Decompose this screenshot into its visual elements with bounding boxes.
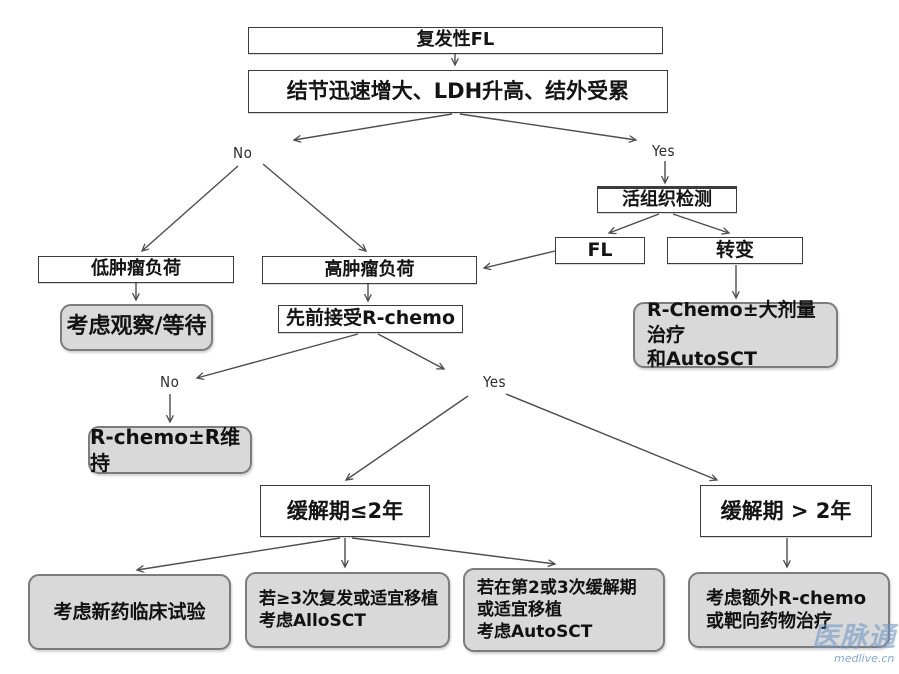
node-consider-allosct: 若≥3次复发或适宜移植 考虑AlloSCT xyxy=(245,572,450,648)
node-line: 考虑AutoSCT xyxy=(477,622,593,643)
node-additional-rchemo-targeted: 考虑额外R-chemo 或靶向药物治疗 xyxy=(688,572,890,648)
node-rchemo-high-dose-autosct: R-Chemo±大剂量治疗 和AutoSCT xyxy=(633,299,838,370)
node-biopsy: 活组织检测 xyxy=(597,186,737,213)
node-line: 若≥3次复发或适宜移植 xyxy=(259,588,439,609)
node-high-tumor-burden: 高肿瘤负荷 xyxy=(262,256,477,284)
node-line: 考虑额外R-chemo xyxy=(706,587,867,609)
node-line: 若在第2或3次缓解期 xyxy=(477,577,637,598)
node-remission-le-2y: 缓解期≤2年 xyxy=(260,485,430,537)
branch-label-yes-1: Yes xyxy=(652,142,676,160)
node-line: 或靶向药物治疗 xyxy=(706,611,832,632)
watermark-domain: medlive.cn xyxy=(834,652,895,665)
branch-label-no-2: No xyxy=(160,373,180,391)
node-watch-and-wait: 考虑观察/等待 xyxy=(60,304,213,351)
node-rchemo-r-maintenance: R-chemo±R维持 xyxy=(88,425,252,475)
node-remission-gt-2y: 缓解期 > 2年 xyxy=(700,485,872,537)
node-prior-rchemo: 先前接受R-chemo xyxy=(278,305,463,333)
node-new-drug-clinical-trial: 考虑新药临床试验 xyxy=(28,574,231,650)
node-low-tumor-burden: 低肿瘤负荷 xyxy=(38,256,234,283)
node-line: R-Chemo±大剂量治疗 xyxy=(647,298,816,346)
node-transformation: 转变 xyxy=(667,237,803,264)
node-fl: FL xyxy=(555,237,645,264)
node-line: 或适宜移植 xyxy=(477,599,562,620)
node-rapid-growth: 结节迅速增大、LDH升高、结外受累 xyxy=(248,70,668,113)
node-consider-autosct: 若在第2或3次缓解期 或适宜移植 考虑AutoSCT xyxy=(463,568,665,652)
branch-label-yes-2: Yes xyxy=(483,373,507,391)
branch-label-no-1: No xyxy=(233,144,253,162)
node-line: 和AutoSCT xyxy=(647,348,757,371)
node-relapsed-fl: 复发性FL xyxy=(248,27,663,54)
node-line: 考虑AlloSCT xyxy=(259,611,366,631)
